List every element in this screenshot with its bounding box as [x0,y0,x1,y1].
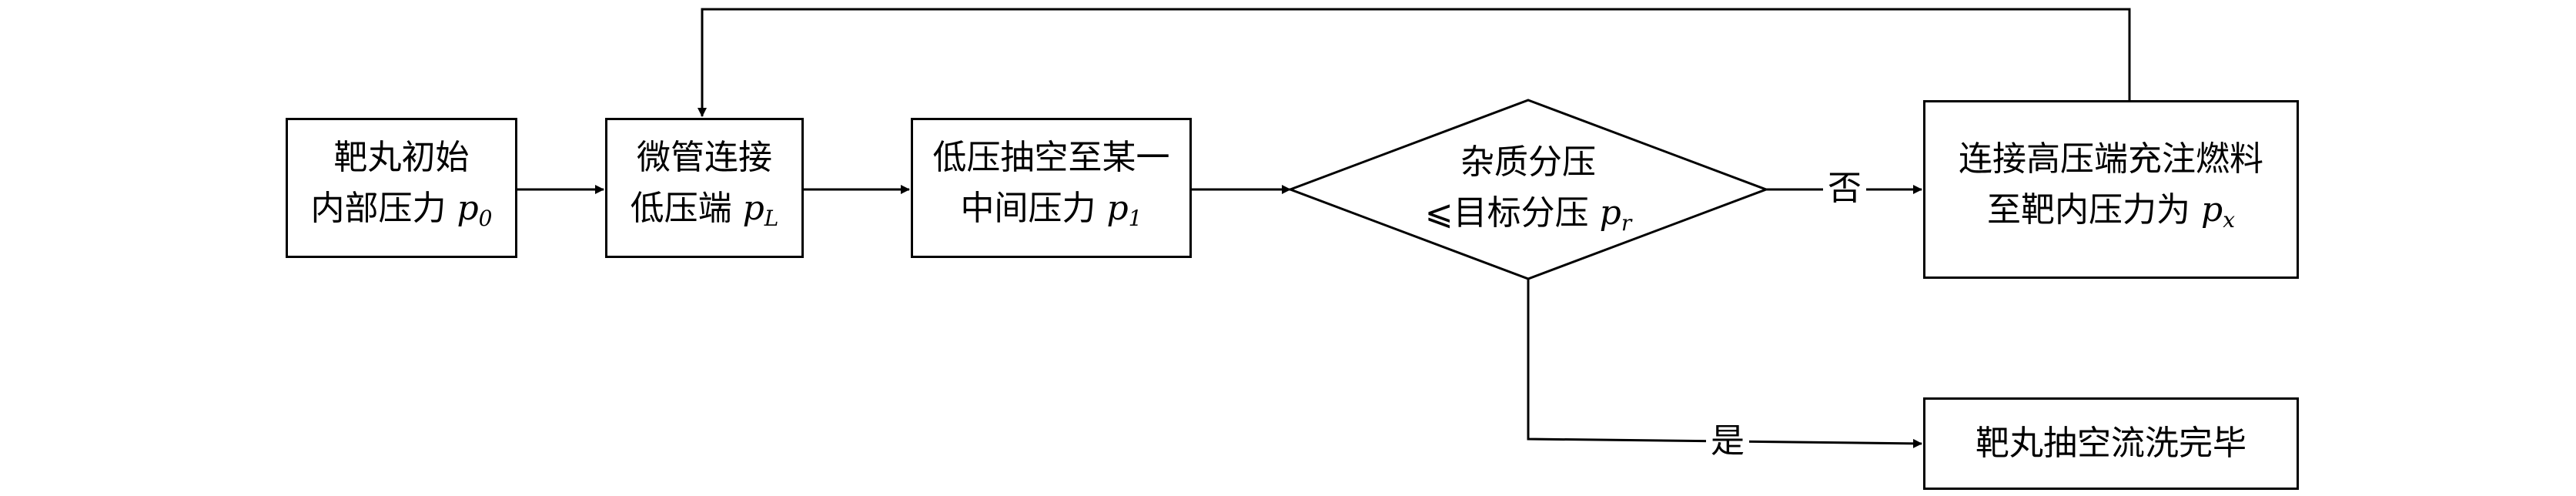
node-fill-fuel: 连接高压端充注燃料 至靶内压力为 px [1923,100,2299,279]
node-connect-low: 微管连接 低压端 pL [605,118,804,258]
decision-diamond [1286,99,1770,280]
node-decision-text: 杂质分压 ⩽目标分压 pr [1355,137,1701,249]
sub-1: 1 [1128,205,1142,231]
node-evacuate-line2: 中间压力 p1 [961,183,1142,244]
sub-0: 0 [478,205,493,231]
node-decision-line1: 杂质分压 [1460,142,1596,182]
node-fill-fuel-line1: 连接高压端充注燃料 [1959,139,2263,179]
var-p: p [457,188,479,228]
arrow-decision-to-done [1527,279,1922,448]
node-connect-low-text: 低压端 [630,188,743,228]
edge-label-yes: 是 [1706,422,1749,461]
node-done: 靶丸抽空流洗完毕 [1923,397,2299,490]
arrow-loop-back [698,8,2131,117]
node-initial-pressure: 靶丸初始 内部压力 p0 [286,118,517,258]
node-evacuate-line1: 低压抽空至某一 [932,137,1170,177]
var-p: p [2201,189,2223,230]
node-decision-text2: ⩽目标分压 [1424,193,1600,233]
node-initial-pressure-text: 内部压力 [310,188,457,228]
node-connect-low-line1: 微管连接 [637,137,772,177]
node-decision-line2: ⩽目标分压 pr [1355,188,1701,249]
node-fill-fuel-line2: 至靶内压力为 px [1987,185,2235,246]
node-fill-fuel-text: 至靶内压力为 [1987,189,2202,230]
sub-r: r [1621,210,1632,236]
node-initial-pressure-line1: 靶丸初始 [333,137,470,177]
edge-label-no: 否 [1823,169,1866,208]
var-p: p [1106,188,1129,228]
var-p: p [742,188,764,228]
node-initial-pressure-line2: 内部压力 p0 [311,183,493,244]
node-connect-low-line2: 低压端 pL [631,183,779,244]
node-done-label: 靶丸抽空流洗完毕 [1975,424,2246,463]
sub-x: x [2223,206,2235,233]
sub-L: L [764,205,779,231]
var-p: p [1599,193,1621,233]
node-evacuate: 低压抽空至某一 中间压力 p1 [911,118,1192,258]
node-evacuate-text: 中间压力 [960,188,1107,228]
